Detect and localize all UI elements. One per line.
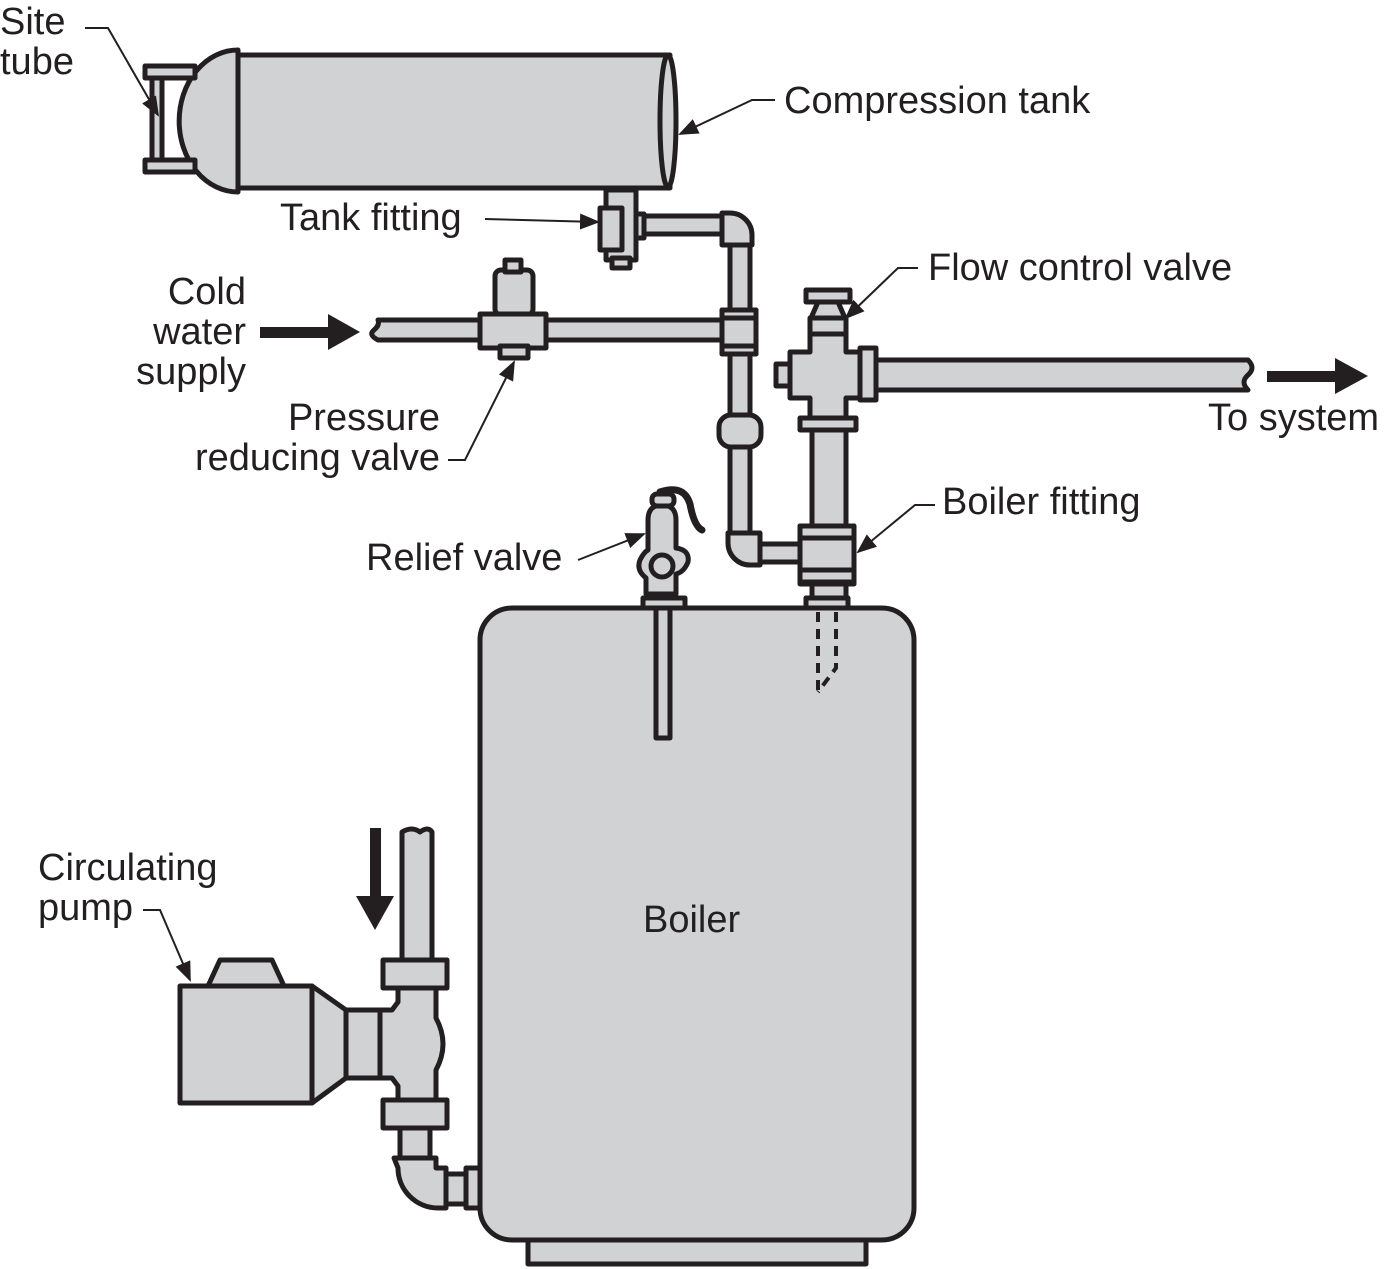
compression-tank [176, 47, 679, 195]
flow-arrow-cold-water [260, 314, 360, 350]
label-site-tube: Site tube [0, 1, 74, 83]
label-compression-tank: Compression tank [784, 80, 1091, 122]
label-pressure-reducing-valve: Pressure reducing valve [194, 397, 440, 479]
flow-control-valve [773, 287, 1255, 611]
circulating-pump [177, 826, 483, 1211]
flow-arrow-down [356, 828, 394, 930]
boiler [477, 605, 917, 1267]
sight-tube [142, 63, 198, 175]
label-circulating-pump: Circulating pump [38, 847, 218, 929]
relief-valve [636, 486, 706, 741]
label-tank-fitting: Tank fitting [280, 197, 462, 239]
label-boiler-fitting: Boiler fitting [942, 481, 1141, 523]
label-flow-control-valve: Flow control valve [928, 247, 1233, 289]
flow-arrow-to-system [1267, 358, 1368, 394]
label-cold-water-supply: Cold water supply [136, 271, 246, 393]
label-relief-valve: Relief valve [366, 537, 563, 579]
pressure-reducing-valve [477, 257, 549, 361]
leader-lines [85, 27, 935, 982]
expansion-line-pipe [716, 242, 808, 568]
tank-fitting [597, 187, 755, 271]
boiler-fitting [797, 523, 857, 611]
label-boiler: Boiler [643, 899, 741, 941]
label-to-system: To system [1208, 397, 1380, 439]
